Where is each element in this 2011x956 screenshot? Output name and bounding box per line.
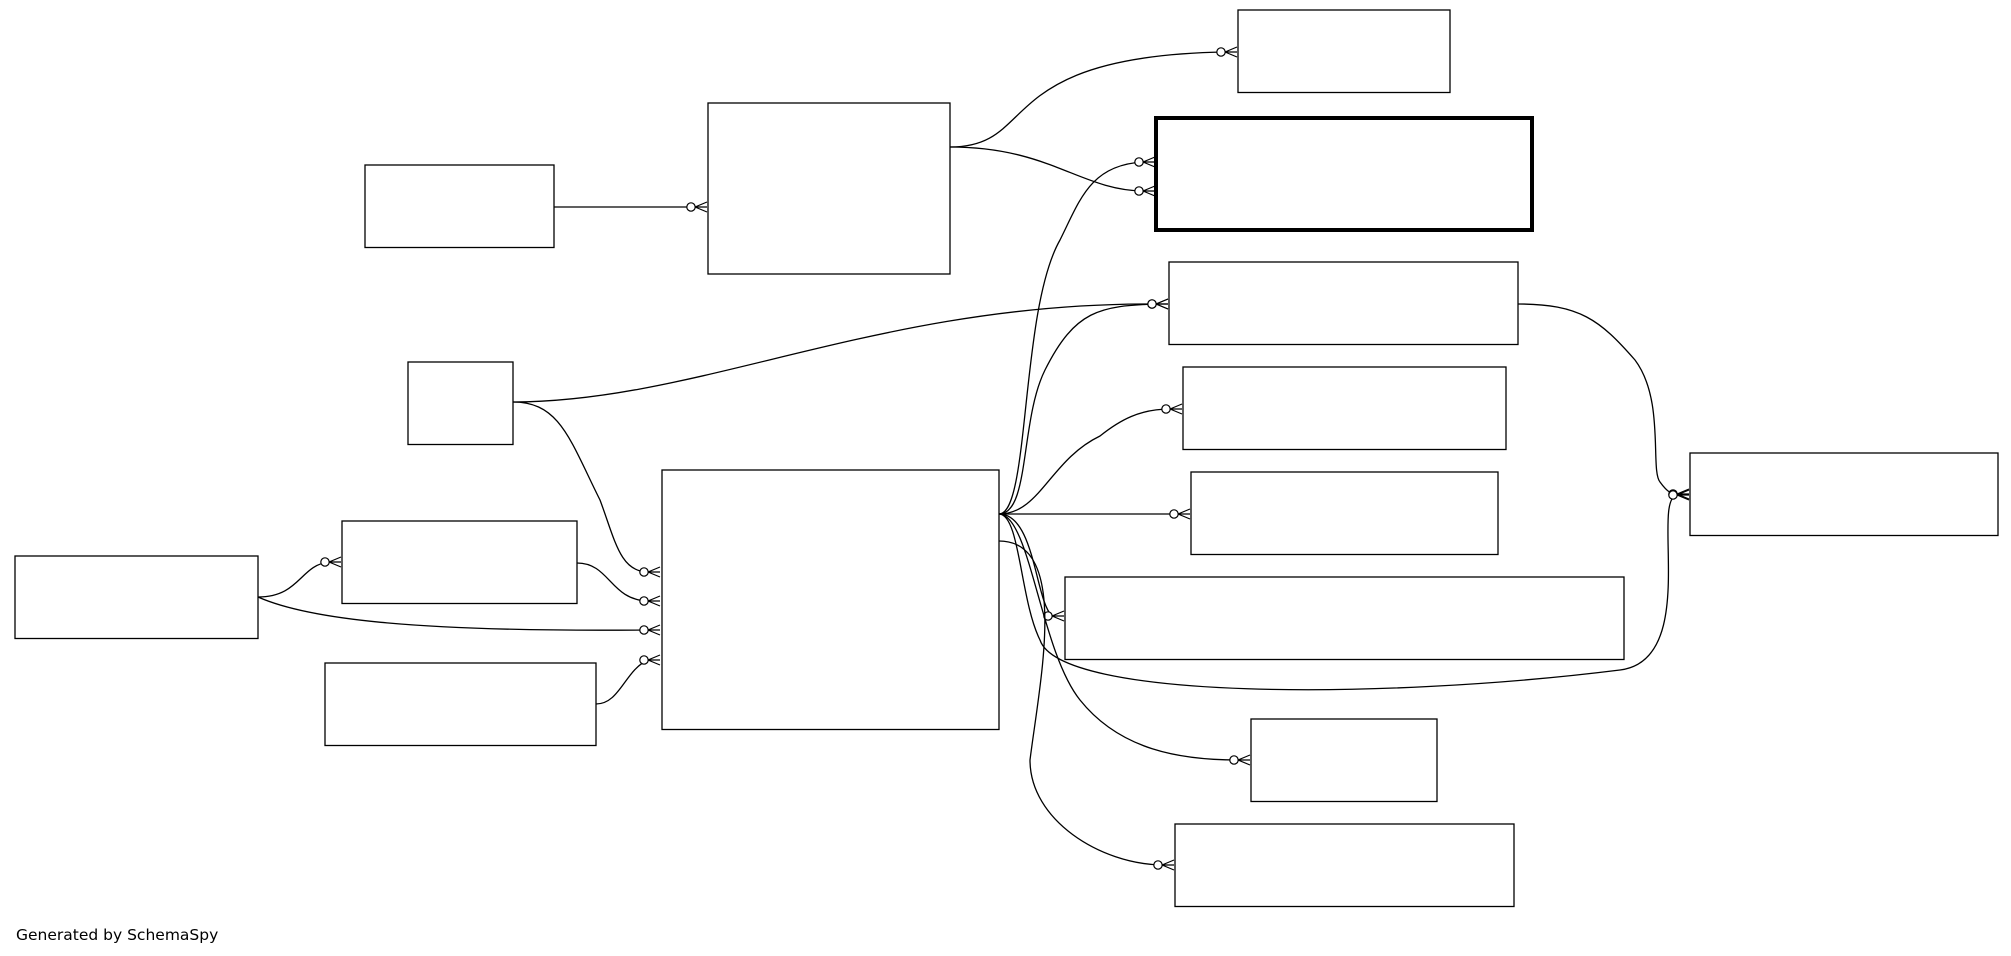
crowfoot-marker [1237, 754, 1251, 766]
crowfoot-marker [1169, 403, 1183, 415]
optional-circle-marker [639, 625, 649, 635]
relationship-notice_of_intent-to-notice_of_intent_subtype_notice_of_intent_subtype [998, 513, 1065, 622]
crowfoot-marker [1676, 489, 1690, 501]
relationship-lines [257, 46, 1690, 871]
optional-circle-marker [639, 567, 649, 577]
relationship-local_government-to-notice_of_intent [576, 562, 661, 607]
crowfoot-marker [328, 556, 342, 568]
crowfoot-marker [647, 566, 661, 578]
relationship-card-to-notice_of_intent [512, 401, 661, 578]
optional-circle-marker [320, 557, 330, 567]
relationship-application_region-to-local_government [257, 556, 342, 598]
relationship-notice_of_intent-to-notice_of_intent_modification [998, 298, 1169, 515]
relationship-notice_of_intent-to-notice_of_intent_meeting [999, 508, 1191, 520]
optional-circle-marker [639, 596, 649, 606]
optional-circle-marker [1668, 490, 1678, 500]
relationship-tag_category-to-tag [554, 201, 708, 213]
crowfoot-marker [1161, 859, 1175, 871]
optional-circle-marker [1147, 299, 1157, 309]
optional-circle-marker [1134, 157, 1144, 167]
relationship-application_region-to-notice_of_intent [257, 596, 661, 636]
optional-circle-marker [1169, 509, 1179, 519]
relationship-tag-to-notice_of_intent_tag [949, 146, 1156, 197]
optional-circle-marker [1229, 755, 1239, 765]
relationship-notice_of_intent-to-staff_journal [998, 513, 1251, 766]
crowfoot-marker [1224, 46, 1238, 58]
relationship-notice_of_intent-to-notice_of_intent_document [998, 403, 1183, 515]
crowfoot-marker [1142, 156, 1156, 168]
crowfoot-marker [647, 595, 661, 607]
relationship-card-to-notice_of_intent_modification [512, 298, 1169, 403]
relationship-notice_of_intent-to-notice_of_intent_submission [998, 540, 1175, 871]
optional-circle-marker [686, 202, 696, 212]
crowfoot-marker [1051, 610, 1065, 622]
relationship-notice_of_intent-to-notice_of_intent_decision [998, 489, 1690, 691]
crowfoot-marker [1177, 508, 1191, 520]
optional-circle-marker [1153, 860, 1163, 870]
generated-by-footer: Generated by SchemaSpy [16, 926, 219, 944]
relationship-notice_of_intent-to-notice_of_intent_tag [998, 156, 1156, 515]
crowfoot-marker [1155, 298, 1169, 310]
relationship-notice_of_intent_modification-to-notice_of_intent_decision [1517, 303, 1690, 500]
optional-circle-marker [1216, 47, 1226, 57]
optional-circle-marker [639, 655, 649, 665]
optional-circle-marker [1161, 404, 1171, 414]
optional-circle-marker [1134, 186, 1144, 196]
crowfoot-marker [1142, 185, 1156, 197]
crowfoot-marker [694, 201, 708, 213]
crowfoot-marker [647, 624, 661, 636]
crowfoot-marker [647, 654, 661, 666]
relationship-tag-to-application_tag [949, 46, 1238, 148]
relationship-notice_of_intent_type-to-notice_of_intent [595, 654, 661, 705]
